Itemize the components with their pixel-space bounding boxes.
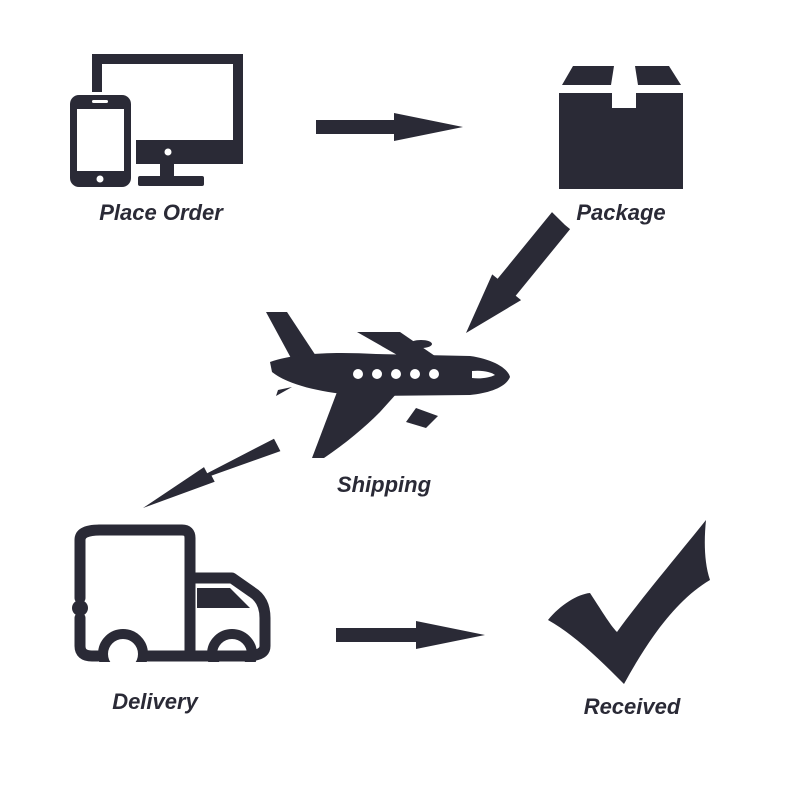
label-place-order: Place Order (99, 200, 223, 225)
devices-icon (64, 54, 243, 190)
label-package: Package (576, 200, 666, 225)
airplane-windows (353, 369, 495, 379)
label-shipping: Shipping (336, 472, 432, 497)
label-received: Received (583, 694, 681, 719)
phone-icon (64, 92, 136, 190)
box-icon (559, 66, 683, 189)
arrow-package-to-shipping (466, 212, 571, 333)
airplane-icon (266, 312, 510, 458)
arrow-delivery-to-received (336, 621, 485, 649)
arrow-place-order-to-package (316, 113, 463, 141)
truck-icon (72, 524, 271, 682)
arrow-shipping-to-delivery (143, 438, 281, 508)
label-delivery: Delivery (112, 689, 198, 714)
checkmark-icon (548, 520, 710, 684)
